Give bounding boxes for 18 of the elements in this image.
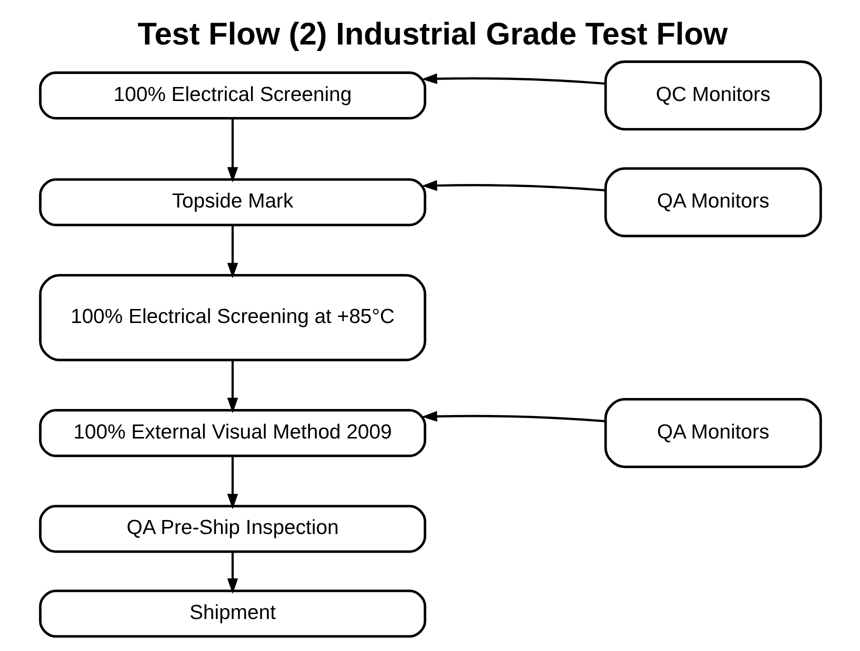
diagram-title: Test Flow (2) Industrial Grade Test Flow	[137, 16, 728, 52]
node-box: QA Pre-Ship Inspection	[38, 504, 426, 553]
arrow	[226, 360, 238, 414]
node-box: Shipment	[38, 590, 426, 638]
node-box: 100% External Visual Method 2009	[38, 409, 426, 458]
arrow	[421, 410, 605, 422]
node-box: QC Monitors	[604, 60, 822, 130]
arrow	[421, 73, 605, 85]
arrow	[421, 180, 605, 192]
node-box: QA Monitors	[604, 398, 822, 468]
node-box: Topside Mark	[38, 178, 426, 226]
arrow	[226, 225, 238, 278]
arrow	[226, 552, 238, 594]
node-box: 100% Electrical Screening at +85°C	[38, 274, 426, 362]
arrow	[226, 456, 238, 510]
node-box: QA Monitors	[604, 167, 822, 238]
arrow	[226, 118, 238, 183]
node-box: 100% Electrical Screening	[38, 71, 426, 120]
